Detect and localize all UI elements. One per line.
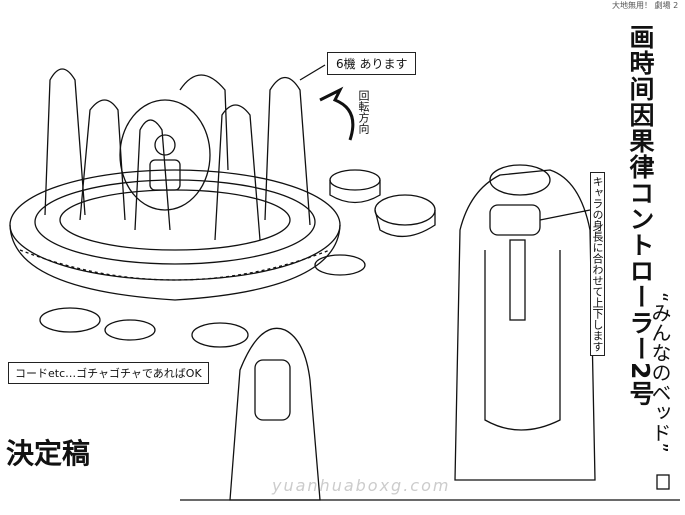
corner-stamp	[656, 474, 670, 490]
bed-unit	[454, 164, 596, 481]
vertical-title: 画時间因果律コントローラー2号	[626, 24, 655, 407]
height-adjust-note: キャラの身長に合わせて上下します	[590, 172, 605, 356]
vertical-subtitle: “みんなのベッド”	[648, 292, 672, 453]
small-bed	[229, 327, 321, 501]
units-note: 6機 あります	[327, 52, 417, 75]
direction-note: 回転方向	[357, 90, 370, 134]
cords-note: コードetc…ゴチャゴチャであればOK	[8, 362, 209, 384]
central-dome	[119, 99, 211, 211]
pods	[44, 68, 311, 241]
rotation-arrow	[319, 86, 355, 141]
ring-platform	[9, 169, 341, 301]
page-header: 大地無用！ 劇場 2	[612, 1, 679, 10]
final-draft-stamp: 決定稿	[6, 437, 91, 470]
side-pads	[39, 169, 436, 348]
watermark: yuanhuaboxg.com	[272, 476, 451, 495]
